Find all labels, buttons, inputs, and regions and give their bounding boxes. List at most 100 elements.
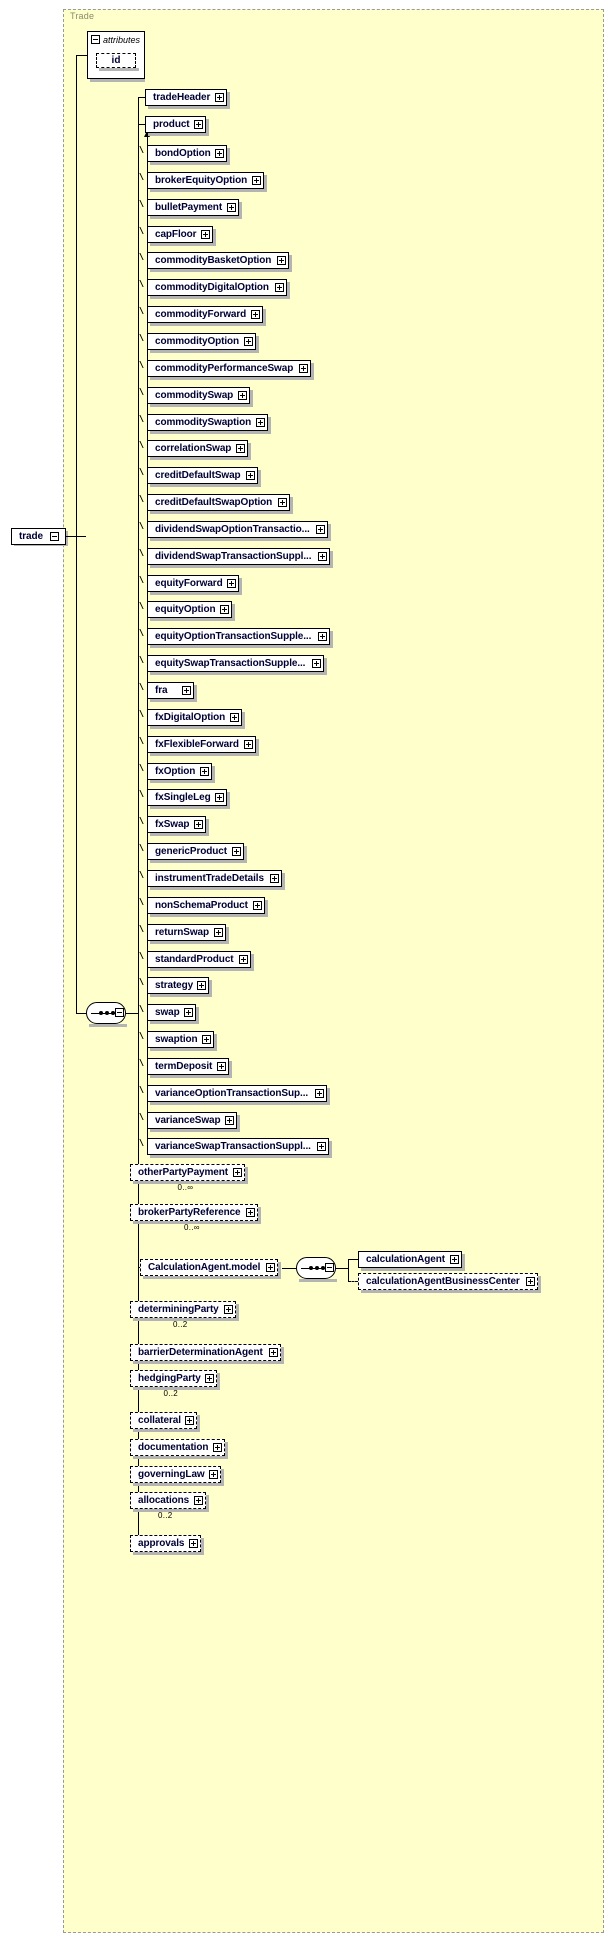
choice-capfloor-expand-icon[interactable] — [201, 230, 210, 239]
choice-commodityswap[interactable]: commoditySwap — [147, 387, 250, 404]
choice-equityoptiontransactionsupple[interactable]: equityOptionTransactionSupple... — [147, 628, 330, 645]
choice-swap-expand-icon[interactable] — [184, 1008, 193, 1017]
choice-fxdigitaloption[interactable]: fxDigitalOption — [147, 709, 242, 726]
choice-varianceswaptransactionsuppl-expand-icon[interactable] — [317, 1142, 326, 1151]
choice-varianceswaptransactionsuppl[interactable]: varianceSwapTransactionSuppl... — [147, 1138, 329, 1155]
choice-fxswap[interactable]: fxSwap — [147, 816, 206, 833]
choice-creditdefaultswap-expand-icon[interactable] — [246, 471, 255, 480]
choice-fxdigitaloption-expand-icon[interactable] — [230, 713, 239, 722]
choice-strategy-expand-icon[interactable] — [197, 981, 206, 990]
choice-fxoption[interactable]: fxOption — [147, 763, 212, 780]
choice-creditdefaultswap[interactable]: creditDefaultSwap — [147, 467, 258, 484]
choice-returnswap-expand-icon[interactable] — [214, 928, 223, 937]
element-calculationagentbusinesscenter[interactable]: calculationAgentBusinessCenter — [358, 1273, 538, 1290]
choice-creditdefaultswapoption-expand-icon[interactable] — [278, 498, 287, 507]
choice-fxsingleleg[interactable]: fxSingleLeg — [147, 789, 227, 806]
element-tradeheader[interactable]: tradeHeader — [145, 89, 227, 106]
choice-genericproduct[interactable]: genericProduct — [147, 843, 244, 860]
choice-termdeposit[interactable]: termDeposit — [147, 1058, 229, 1075]
calculationagent-sequence-connector[interactable] — [296, 1257, 336, 1279]
choice-varianceswap[interactable]: varianceSwap — [147, 1112, 237, 1129]
optional-brokerpartyreference[interactable]: brokerPartyReference — [130, 1204, 258, 1221]
choice-bondoption[interactable]: bondOption — [147, 145, 227, 162]
choice-genericproduct-expand-icon[interactable] — [232, 847, 241, 856]
choice-standardproduct-expand-icon[interactable] — [239, 955, 248, 964]
optional-allocations-expand-icon[interactable] — [194, 1496, 203, 1505]
choice-nonschemaproduct[interactable]: nonSchemaProduct — [147, 897, 265, 914]
optional-calculationagentmodel-expand-icon[interactable] — [266, 1263, 275, 1272]
choice-commodityoption-expand-icon[interactable] — [244, 337, 253, 346]
choice-dividendswapoptiontransactio[interactable]: dividendSwapOptionTransactio... — [147, 521, 328, 538]
choice-strategy[interactable]: strategy — [147, 977, 209, 994]
optional-barrierdeterminationagent[interactable]: barrierDeterminationAgent — [130, 1344, 281, 1361]
choice-equityswaptransactionsupple-expand-icon[interactable] — [312, 659, 321, 668]
choice-commoditybasketoption[interactable]: commodityBasketOption — [147, 252, 289, 269]
choice-equityforward-expand-icon[interactable] — [227, 579, 236, 588]
choice-commodityperformanceswap[interactable]: commodityPerformanceSwap — [147, 360, 311, 377]
choice-instrumenttradedetails[interactable]: instrumentTradeDetails — [147, 870, 282, 887]
choice-bulletpayment[interactable]: bulletPayment — [147, 199, 239, 216]
choice-commodityoption[interactable]: commodityOption — [147, 333, 256, 350]
choice-dividendswaptransactionsuppl[interactable]: dividendSwapTransactionSuppl... — [147, 548, 330, 565]
choice-commodityforward[interactable]: commodityForward — [147, 306, 263, 323]
choice-swap[interactable]: swap — [147, 1004, 196, 1021]
optional-documentation-expand-icon[interactable] — [213, 1443, 222, 1452]
sequence-connector[interactable] — [86, 1002, 126, 1024]
element-calculationagent-expand-icon[interactable] — [450, 1255, 459, 1264]
optional-approvals-expand-icon[interactable] — [189, 1539, 198, 1548]
optional-hedgingparty[interactable]: hedgingParty — [130, 1370, 217, 1387]
choice-bulletpayment-expand-icon[interactable] — [227, 203, 236, 212]
choice-fxoption-expand-icon[interactable] — [200, 767, 209, 776]
choice-equityforward[interactable]: equityForward — [147, 575, 239, 592]
sequence-collapse-icon[interactable] — [115, 1008, 124, 1017]
choice-commoditydigitaloption[interactable]: commodityDigitalOption — [147, 279, 287, 296]
choice-commoditybasketoption-expand-icon[interactable] — [277, 256, 286, 265]
optional-approvals[interactable]: approvals — [130, 1535, 201, 1552]
optional-determiningparty[interactable]: determiningParty — [130, 1301, 236, 1318]
choice-capfloor[interactable]: capFloor — [147, 226, 213, 243]
choice-equityoptiontransactionsupple-expand-icon[interactable] — [318, 632, 327, 641]
choice-instrumenttradedetails-expand-icon[interactable] — [270, 874, 279, 883]
optional-otherpartypayment[interactable]: otherPartyPayment — [130, 1164, 245, 1181]
optional-hedgingparty-expand-icon[interactable] — [205, 1374, 214, 1383]
optional-determiningparty-expand-icon[interactable] — [224, 1305, 233, 1314]
optional-collateral[interactable]: collateral — [130, 1412, 197, 1429]
attribute-id[interactable]: id — [96, 53, 136, 68]
optional-allocations[interactable]: allocations — [130, 1492, 206, 1509]
optional-brokerpartyreference-expand-icon[interactable] — [246, 1208, 255, 1217]
element-calculationagentbusinesscenter-expand-icon[interactable] — [526, 1277, 535, 1286]
optional-calculationagentmodel[interactable]: CalculationAgent.model — [140, 1259, 278, 1276]
element-tradeheader-expand-icon[interactable] — [215, 93, 224, 102]
choice-creditdefaultswapoption[interactable]: creditDefaultSwapOption — [147, 494, 290, 511]
choice-swaption[interactable]: swaption — [147, 1031, 214, 1048]
choice-fra-expand-icon[interactable] — [182, 686, 191, 695]
choice-bondoption-expand-icon[interactable] — [215, 149, 224, 158]
optional-documentation[interactable]: documentation — [130, 1439, 225, 1456]
choice-swaption-expand-icon[interactable] — [202, 1035, 211, 1044]
choice-equityoption[interactable]: equityOption — [147, 601, 232, 618]
choice-dividendswapoptiontransactio-expand-icon[interactable] — [316, 525, 325, 534]
optional-governinglaw[interactable]: governingLaw — [130, 1466, 221, 1483]
choice-brokerequityoption-expand-icon[interactable] — [252, 176, 261, 185]
choice-fxswap-expand-icon[interactable] — [194, 820, 203, 829]
choice-varianceoptiontransactionsup[interactable]: varianceOptionTransactionSup... — [147, 1085, 327, 1102]
choice-fxflexibleforward-expand-icon[interactable] — [244, 740, 253, 749]
choice-equityswaptransactionsupple[interactable]: equitySwapTransactionSupple... — [147, 655, 324, 672]
optional-collateral-expand-icon[interactable] — [185, 1416, 194, 1425]
choice-returnswap[interactable]: returnSwap — [147, 924, 226, 941]
choice-correlationswap[interactable]: correlationSwap — [147, 440, 248, 457]
choice-standardproduct[interactable]: standardProduct — [147, 951, 251, 968]
choice-varianceoptiontransactionsup-expand-icon[interactable] — [315, 1089, 324, 1098]
choice-commoditydigitaloption-expand-icon[interactable] — [275, 283, 284, 292]
choice-fxsingleleg-expand-icon[interactable] — [215, 793, 224, 802]
element-calculationagent[interactable]: calculationAgent — [358, 1251, 462, 1268]
choice-commodityswap-expand-icon[interactable] — [238, 391, 247, 400]
choice-commodityswaption-expand-icon[interactable] — [256, 418, 265, 427]
calculationagent-sequence-collapse-icon[interactable] — [325, 1263, 334, 1272]
choice-nonschemaproduct-expand-icon[interactable] — [253, 901, 262, 910]
choice-equityoption-expand-icon[interactable] — [220, 605, 229, 614]
optional-otherpartypayment-expand-icon[interactable] — [233, 1168, 242, 1177]
choice-commodityforward-expand-icon[interactable] — [251, 310, 260, 319]
choice-correlationswap-expand-icon[interactable] — [236, 444, 245, 453]
attributes-collapse-icon[interactable] — [91, 35, 100, 44]
